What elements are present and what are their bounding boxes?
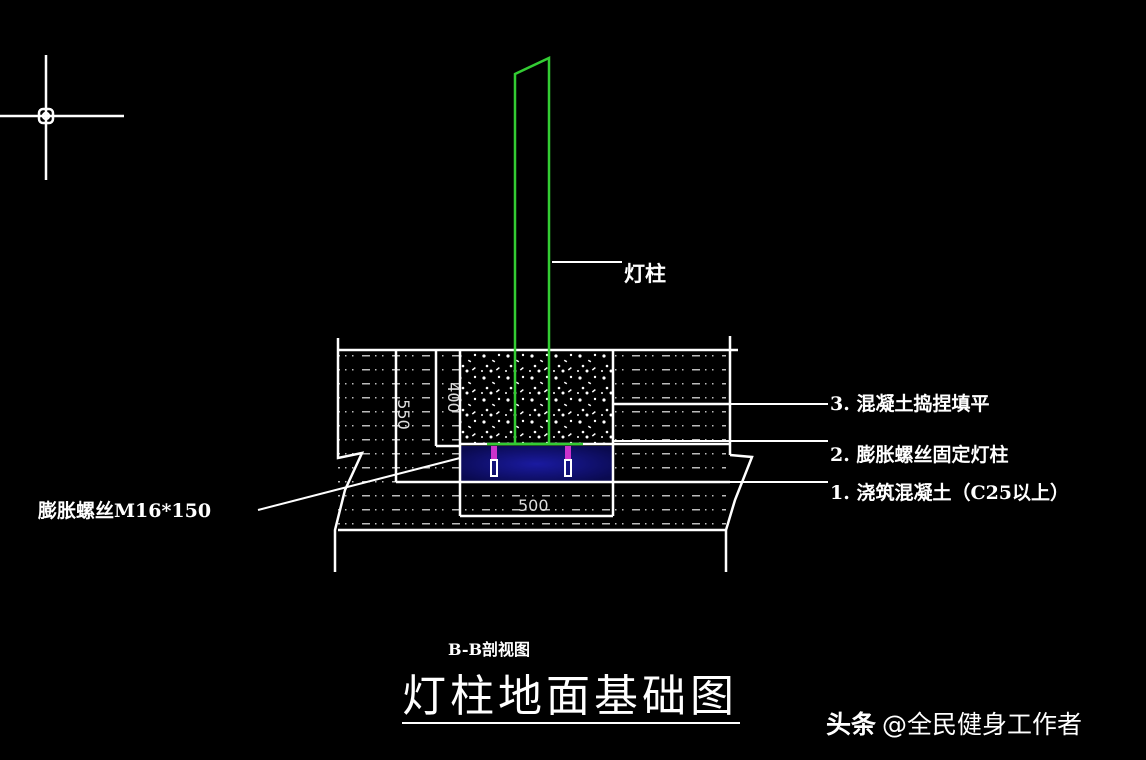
watermark-author: @全民健身工作者 (882, 710, 1083, 739)
section-label: B-B剖视图 (448, 640, 530, 659)
crosshair-cursor-icon (0, 55, 124, 180)
gravel-fill (460, 350, 613, 444)
dimension-550: 550 (393, 399, 413, 430)
watermark: 头条@全民健身工作者 (826, 705, 1082, 741)
note-2-label: 2. 膨胀螺丝固定灯柱 (830, 444, 1009, 466)
drawing-title: 灯柱地面基础图 (402, 671, 740, 724)
note-3-label: 3. 混凝土捣捏填平 (830, 393, 990, 415)
concrete-base (460, 446, 613, 482)
watermark-platform: 头条 (826, 710, 877, 739)
expansion-bolts (490, 446, 572, 477)
bolt-label: 膨胀螺丝M16*150 (38, 500, 212, 522)
note-1-label: 1. 浇筑混凝土（C25以上） (830, 482, 1070, 504)
leader-lines (257, 261, 828, 511)
dimension-400: 400 (443, 382, 463, 413)
dimension-500: 500 (518, 496, 549, 515)
pole-label: 灯柱 (624, 261, 666, 286)
